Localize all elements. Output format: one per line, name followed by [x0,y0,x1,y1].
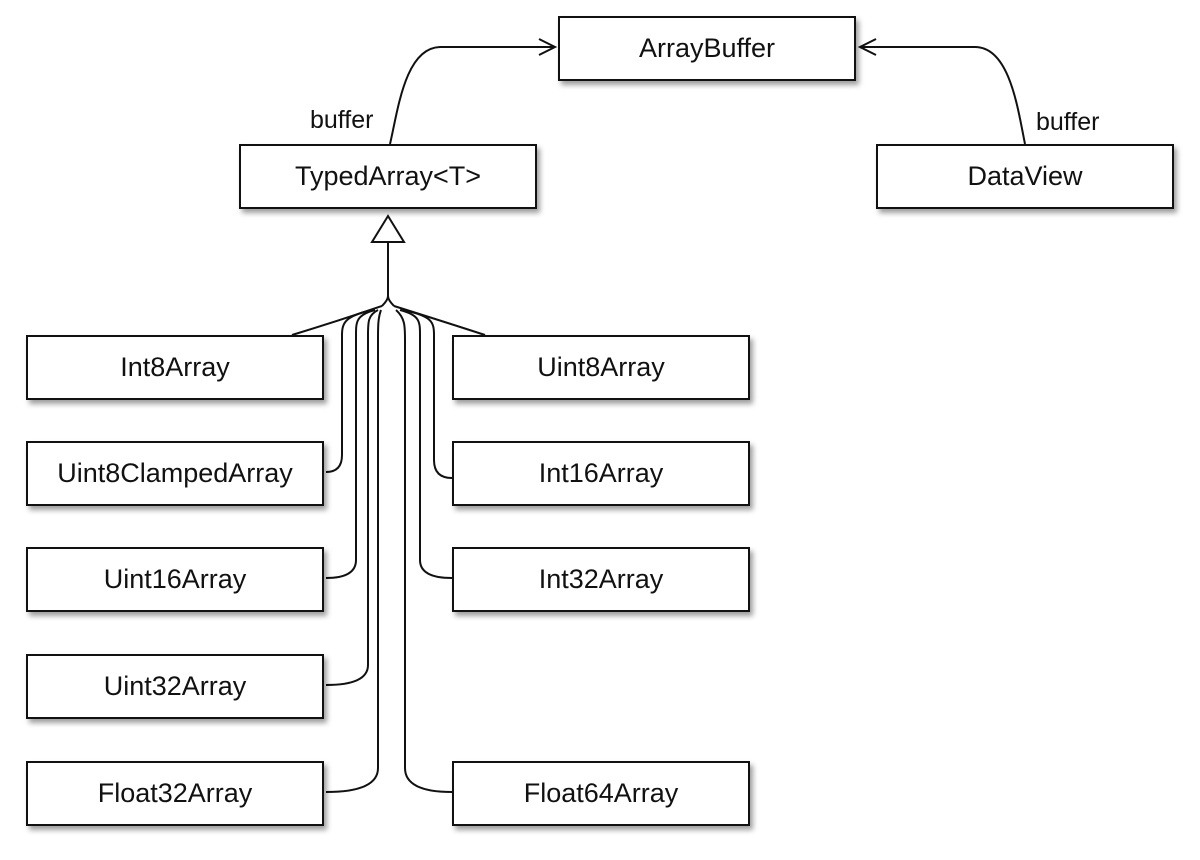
edge-uint8array [393,305,486,336]
dataview-buffer-label: buffer [1036,108,1100,136]
edge-float32array [325,309,382,793]
edge-float64array [395,309,453,793]
uint8clampedarray-node: Uint8ClampedArray [26,441,324,506]
uint16array-node: Uint16Array [26,547,324,612]
uint8clampedarray-label: Uint8ClampedArray [57,458,293,488]
typedarray-buffer-edge [389,46,555,145]
float64array-label: Float64Array [523,778,679,808]
float32array-label: Float32Array [97,778,253,808]
arraybuffer-node: ArrayBuffer [558,16,856,81]
edge-int16array [402,309,453,479]
typedarray-node: TypedArray<T> [239,144,537,209]
inheritance-fork [381,295,395,307]
uint8array-node: Uint8Array [452,335,750,400]
int16array-node: Int16Array [452,441,750,506]
int16array-label: Int16Array [538,458,664,488]
uint8array-label: Uint8Array [537,352,665,382]
typedarray-buffer-arrowhead [538,38,558,56]
uint32array-label: Uint32Array [103,671,247,701]
edge-uint32array [325,309,379,686]
dataview-label: DataView [967,161,1083,191]
typedarray-label: TypedArray<T> [294,161,482,191]
edge-uint16array [325,309,376,579]
inheritance-triangle-icon [370,214,406,243]
int8array-node: Int8Array [26,335,324,400]
typedarray-buffer-label: buffer [310,106,374,134]
edge-int8array [291,305,383,336]
uint16array-label: Uint16Array [103,564,247,594]
arraybuffer-label: ArrayBuffer [638,33,776,63]
uint32array-node: Uint32Array [26,654,324,719]
int32array-label: Int32Array [538,564,664,594]
float32array-node: Float32Array [26,761,324,826]
int8array-label: Int8Array [120,352,230,382]
dataview-buffer-arrowhead [857,38,877,56]
edge-int32array [399,309,453,579]
edge-uint8clampedarray [325,309,373,473]
dataview-node: DataView [876,144,1174,209]
float64array-node: Float64Array [452,761,750,826]
int32array-node: Int32Array [452,547,750,612]
dataview-buffer-edge [860,46,1026,145]
